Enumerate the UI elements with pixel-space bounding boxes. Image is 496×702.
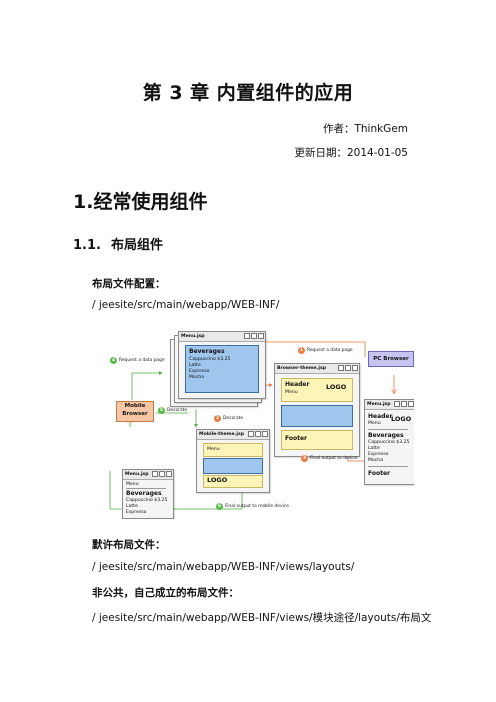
pc-output-espresso: Espresso [368,452,389,457]
step6-marker: 6 [216,503,223,510]
mobile-browser-box: Mobile Browser [116,401,154,422]
browser-theme-window: Browser-theme.jsp Header Menu LOGO Foote… [274,363,360,457]
mobile-browser-line1: Mobile [124,403,146,409]
pc-output-window: Menu.jsp Header Menu LOGO Beverages Capp… [364,399,414,485]
mobile-browser-line2: Browser [122,410,148,417]
browser-theme-title: Browser-theme.jsp [277,366,327,371]
custom-layout-path: / jeesite/src/main/webapp/WEB-INF/views/… [92,612,432,624]
chapter-title: 第 3 章 内置组件的应用 [142,82,354,104]
pc-browser-box: PC Browser [368,351,414,367]
custom-layout-label: 非公共，自己成立的布局文件： [92,587,239,599]
default-layout-label: 默许布局文件： [92,539,166,551]
pc-output-footer: Footer [368,470,390,477]
layout-config-label: 布局文件配置： [92,278,166,290]
logo-label: LOGO [326,383,347,391]
mobile-output-title: Menu.jsp [125,472,149,477]
header-block: Header Menu LOGO [281,378,353,402]
step4-marker: 4 [110,357,117,364]
pc-output-header: Header [368,413,393,420]
mobile-menu-label: Menu [207,447,220,452]
step1-marker: 1 [298,347,305,354]
subsection-number: 1.1. [73,238,101,253]
mobile-output-menu: Menu [126,482,139,487]
default-layout-path: / jeesite/src/main/webapp/WEB-INF/views/… [92,561,355,573]
cappuccino-label: Cappuccino $3.25 [189,357,231,362]
mobile-logo-block: LOGO [203,475,263,488]
content-slot [281,405,353,427]
espresso-label: Espresso [189,369,210,374]
step4-text: Request a data page [119,358,165,363]
mobile-menu-block: Menu [203,443,263,457]
section-heading: 1.经常使用组件 [73,191,208,213]
mobile-output-cappuccino: Cappuccino $3.25 [126,498,168,503]
step2-marker: 2 [214,415,221,422]
pc-output-title: Menu.jsp [367,402,391,407]
beverages-label: Beverages [189,348,225,355]
mobile-logo-label: LOGO [207,476,228,484]
layout-diagram: Menu.jsp Beverages Cappuccino $3.25 Latt… [92,327,414,519]
mobile-content-slot [203,458,263,474]
header-label: Header [285,381,310,388]
step3-marker: 3 [301,455,308,462]
mobile-output-latte: Latte [126,504,138,509]
menu-window-title: Menu.jsp [181,334,205,339]
pc-output-cappuccino: Cappuccino $3.25 [368,440,410,445]
mobile-output-window: Menu.jsp Menu Beverages Cappuccino $3.25… [122,469,174,519]
latte-label: Latte [189,363,201,368]
pc-output-beverages: Beverages [368,432,404,439]
mobile-output-espresso: Espresso [126,510,147,515]
mocha-label: Mocha [189,375,205,380]
step1-text: Request a data page [307,348,353,353]
menu-label: Menu [285,390,298,395]
footer-label: Footer [285,435,307,442]
author-line: 作者：ThinkGem [322,123,408,135]
step2-text: Decorate [223,416,244,421]
subsection-heading: 1.1. 布局组件 [73,234,163,253]
mobile-output-beverages: Beverages [126,490,162,497]
pc-output-latte: Latte [368,446,380,451]
pc-output-mocha: Mocha [368,458,384,463]
pc-output-menu: Menu [368,421,381,426]
subsection-text: 布局组件 [111,238,164,253]
beverages-block: Beverages Cappuccino $3.25 Latte Espress… [185,345,259,393]
menu-window-top: Menu.jsp Beverages Cappuccino $3.25 Latt… [178,331,266,399]
step6-text: Final output to mobile device [225,504,289,509]
mobile-theme-window: Mobile-theme.jsp Menu LOGO [196,429,270,493]
mobile-theme-title: Mobile-theme.jsp [199,432,245,437]
footer-block: Footer [281,430,353,450]
layout-config-path: / jeesite/src/main/webapp/WEB-INF/ [92,299,280,311]
step3-text: Final output to device [310,456,358,461]
pc-output-logo: LOGO [391,415,412,423]
step5-marker: 5 [158,407,165,414]
step5-text: Decorate [167,408,188,413]
updated-date: 更新日期：2014-01-05 [294,147,408,159]
